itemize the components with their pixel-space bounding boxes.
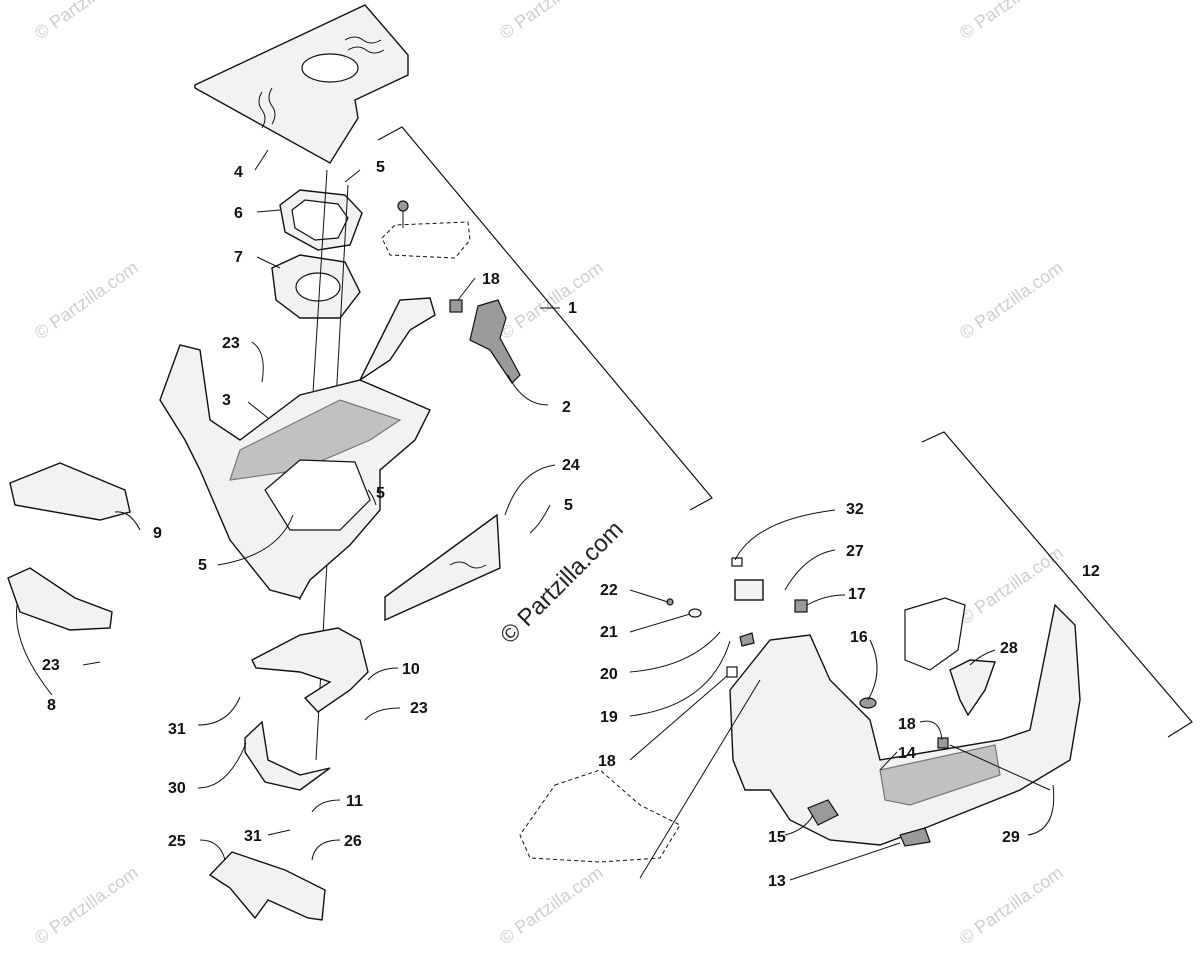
callout-32: 32 — [846, 501, 864, 518]
subassembly-bottom — [519, 769, 681, 863]
watermark-text: © Partzilla.com — [31, 0, 142, 43]
callout-13: 13 — [768, 873, 786, 890]
assembly-brackets — [377, 126, 1193, 738]
part-30-bracket — [244, 720, 331, 791]
callout-5: 5 — [376, 159, 385, 176]
callout-8: 8 — [47, 697, 56, 714]
callout-22: 22 — [600, 582, 618, 599]
callout-31: 31 — [168, 721, 186, 738]
part-21-washer — [688, 608, 702, 618]
callout-30: 30 — [168, 780, 186, 797]
callout-5: 5 — [376, 485, 385, 502]
callout-2: 2 — [562, 399, 571, 416]
callout-5: 5 — [198, 557, 207, 574]
watermark-text: © Partzilla.com — [496, 862, 607, 948]
callout-23: 23 — [222, 335, 240, 352]
bracket-assembly-12 — [921, 431, 1193, 738]
callout-17: 17 — [848, 586, 866, 603]
callout-12: 12 — [1082, 563, 1100, 580]
callout-labels: 1 2 3 4 5 5 5 5 6 7 8 9 10 11 12 13 14 1… — [42, 159, 1100, 890]
watermark-text: © Partzilla.com — [31, 862, 142, 948]
callout-7: 7 — [234, 249, 243, 266]
callout-15: 15 — [768, 829, 786, 846]
callout-31: 31 — [244, 828, 262, 845]
part-3-body — [159, 297, 436, 599]
callout-23: 23 — [42, 657, 60, 674]
callout-20: 20 — [600, 666, 618, 683]
part-27-block — [734, 579, 764, 601]
callout-25: 25 — [168, 833, 186, 850]
callout-26: 26 — [344, 833, 362, 850]
part-6-gasket — [279, 189, 363, 251]
part-28-bracket — [949, 659, 996, 717]
callout-3: 3 — [222, 392, 231, 409]
watermark-text: © Partzilla.com — [956, 0, 1067, 43]
callout-11: 11 — [346, 793, 363, 810]
part-17-clip — [794, 599, 808, 613]
callout-1: 1 — [568, 300, 577, 317]
part-24-panel — [384, 513, 501, 622]
callout-9: 9 — [153, 525, 162, 542]
part-8-piece — [7, 567, 113, 631]
callout-14: 14 — [898, 745, 916, 762]
watermark-text: © Partzilla.com — [956, 257, 1067, 343]
part-4-shield — [194, 4, 409, 164]
leader-lines — [15, 149, 1055, 881]
part-7-plate — [271, 254, 361, 319]
part-18-clip — [449, 299, 463, 313]
callout-16: 16 — [850, 629, 868, 646]
callout-10: 10 — [402, 661, 420, 678]
part-32-cap — [731, 557, 743, 567]
callout-24: 24 — [562, 457, 580, 474]
part-20-pin — [739, 632, 755, 647]
watermark-text: © Partzilla.com — [496, 0, 607, 43]
callout-21: 21 — [600, 624, 618, 641]
callout-29: 29 — [1002, 829, 1020, 846]
part-25-guard — [208, 851, 326, 921]
part-2-trim — [469, 299, 521, 384]
callout-27: 27 — [846, 543, 864, 560]
callout-18: 18 — [898, 716, 916, 733]
part-9-shield — [9, 462, 131, 521]
part-12-assembly — [729, 597, 1081, 847]
watermark-text: © Partzilla.com — [496, 257, 607, 343]
callout-23: 23 — [410, 700, 428, 717]
callout-19: 19 — [600, 709, 618, 726]
bracket-assembly-1 — [377, 126, 713, 511]
part-10-plate — [251, 627, 369, 713]
callout-6: 6 — [234, 205, 243, 222]
watermark-text: © Partzilla.com — [956, 862, 1067, 948]
callout-5: 5 — [564, 497, 573, 514]
subassembly-top — [381, 200, 471, 259]
callout-18: 18 — [482, 271, 500, 288]
watermark-text: © Partzilla.com — [31, 257, 142, 343]
part-16-grommet — [859, 697, 877, 709]
callout-28: 28 — [1000, 640, 1018, 657]
callout-18: 18 — [598, 753, 616, 770]
part-18-clip-right — [937, 737, 949, 749]
callout-4: 4 — [234, 164, 243, 181]
part-19-clip — [726, 666, 738, 678]
